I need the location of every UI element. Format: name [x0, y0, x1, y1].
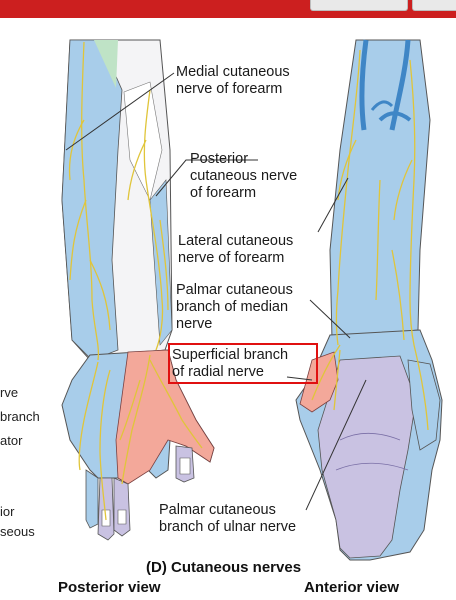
label-posterior-cutaneous-nerve: Posterior cutaneous nerve of forearm	[190, 151, 298, 201]
cutoff-label: seous	[0, 524, 35, 539]
leader-lines	[65, 72, 367, 511]
posterior-nerves	[68, 41, 203, 521]
figure-caption: (D) Cutaneous nerves	[146, 559, 302, 576]
toolbar-tab[interactable]	[310, 0, 408, 11]
label-palmar-cutaneous-branch-ulnar: Palmar cutaneous branch of ulnar nerve	[159, 502, 297, 535]
cutoff-label: ator	[0, 433, 23, 448]
anterior-view-label: Anterior view	[304, 579, 400, 596]
cutoff-label: branch	[0, 409, 40, 424]
cutoff-label: ior	[0, 504, 15, 519]
label-superficial-branch-radial: Superficial branch of radial nerve	[172, 347, 289, 380]
highlight-box	[168, 343, 318, 384]
posterior-view-label: Posterior view	[58, 579, 161, 596]
posterior-forearm	[61, 39, 173, 361]
label-palmar-cutaneous-branch-median: Palmar cutaneous branch of median nerve	[176, 282, 293, 332]
toolbar-tab[interactable]	[412, 0, 456, 11]
label-lateral-cutaneous-nerve: Lateral cutaneous nerve of forearm	[178, 233, 294, 266]
anterior-nerves	[311, 49, 429, 431]
label-medial-cutaneous-nerve: Medial cutaneous nerve of forearm	[176, 64, 290, 97]
cutoff-label: rve	[0, 385, 19, 400]
